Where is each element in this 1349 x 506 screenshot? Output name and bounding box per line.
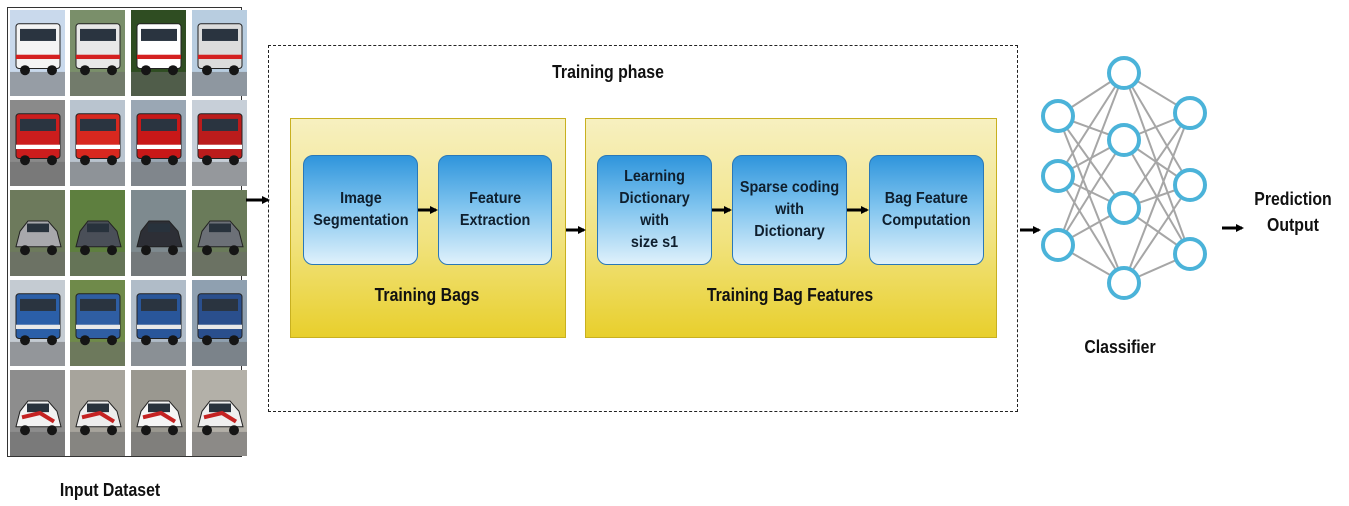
nn-edge: [1057, 72, 1125, 177]
car-icon: [131, 220, 186, 276]
classifier-label: Classifier: [1084, 337, 1156, 357]
dataset-thumbnail-police-car: [131, 370, 186, 456]
dataset-thumbnail-ambulance: [70, 10, 125, 96]
feature-extraction-step: Feature Extraction: [438, 155, 552, 265]
car-icon: [10, 220, 65, 276]
car-icon: [70, 220, 125, 276]
prediction-output-label: Prediction Output: [1254, 189, 1332, 235]
nn-node: [1107, 56, 1141, 90]
fire-truck-icon: [192, 113, 247, 186]
dataset-thumbnail-police-car: [10, 370, 65, 456]
neural-network-classifier: [1041, 56, 1207, 300]
nn-edge: [1057, 115, 1125, 209]
dataset-thumbnail-car: [192, 190, 247, 276]
police-car-icon: [192, 400, 247, 456]
dataset-thumbnail-bus: [70, 280, 125, 366]
nn-node: [1107, 266, 1141, 300]
bag-feature-computation-step: Bag Feature Computation: [869, 155, 984, 265]
training-bags-label: Training Bags: [374, 285, 480, 305]
car-icon: [192, 220, 247, 276]
sparse-coding-step: Sparse coding with Dictionary: [732, 155, 847, 265]
bus-icon: [10, 293, 65, 366]
ambulance-icon: [192, 23, 247, 96]
nn-node: [1107, 123, 1141, 157]
nn-edge: [1057, 115, 1125, 284]
image-segmentation-step: Image Segmentation: [303, 155, 418, 265]
fire-truck-icon: [10, 113, 65, 186]
dataset-thumbnail-car: [131, 190, 186, 276]
dataset-thumbnail-ambulance: [192, 10, 247, 96]
police-car-icon: [131, 400, 186, 456]
nn-edge: [1123, 112, 1191, 209]
dataset-thumbnail-bus: [192, 280, 247, 366]
bus-icon: [192, 293, 247, 366]
learning-dictionary-step: Learning Dictionary with size s1: [597, 155, 712, 265]
dataset-thumbnail-bus: [131, 280, 186, 366]
dataset-thumbnail-car: [70, 190, 125, 276]
dataset-thumbnail-police-car: [70, 370, 125, 456]
nn-edge: [1123, 72, 1191, 186]
dataset-thumbnail-police-car: [192, 370, 247, 456]
dataset-thumbnail-bus: [10, 280, 65, 366]
police-car-icon: [10, 400, 65, 456]
fire-truck-icon: [70, 113, 125, 186]
nn-node: [1173, 237, 1207, 271]
ambulance-icon: [131, 23, 186, 96]
nn-edge: [1123, 184, 1191, 284]
nn-edge: [1057, 175, 1125, 284]
nn-edge: [1057, 139, 1125, 246]
dataset-thumbnail-fire-truck: [192, 100, 247, 186]
nn-node: [1173, 168, 1207, 202]
bus-icon: [70, 293, 125, 366]
input-dataset-grid: [7, 7, 247, 457]
police-car-icon: [70, 400, 125, 456]
nn-node: [1173, 96, 1207, 130]
training-bag-features-label: Training Bag Features: [706, 285, 874, 305]
fire-truck-icon: [131, 113, 186, 186]
nn-edge: [1057, 72, 1125, 246]
bus-icon: [131, 293, 186, 366]
dataset-thumbnail-car: [10, 190, 65, 276]
ambulance-icon: [10, 23, 65, 96]
dataset-thumbnail-fire-truck: [131, 100, 186, 186]
dataset-thumbnail-fire-truck: [10, 100, 65, 186]
nn-node: [1041, 99, 1075, 133]
dataset-thumbnail-fire-truck: [70, 100, 125, 186]
nn-edge: [1123, 112, 1191, 284]
input-dataset-label: Input Dataset: [59, 480, 161, 500]
ambulance-icon: [70, 23, 125, 96]
dataset-thumbnail-ambulance: [131, 10, 186, 96]
training-phase-title: Training phase: [552, 62, 664, 82]
nn-node: [1041, 228, 1075, 262]
nn-node: [1107, 191, 1141, 225]
nn-node: [1041, 159, 1075, 193]
training-phase-container: [268, 45, 1018, 412]
dataset-thumbnail-ambulance: [10, 10, 65, 96]
